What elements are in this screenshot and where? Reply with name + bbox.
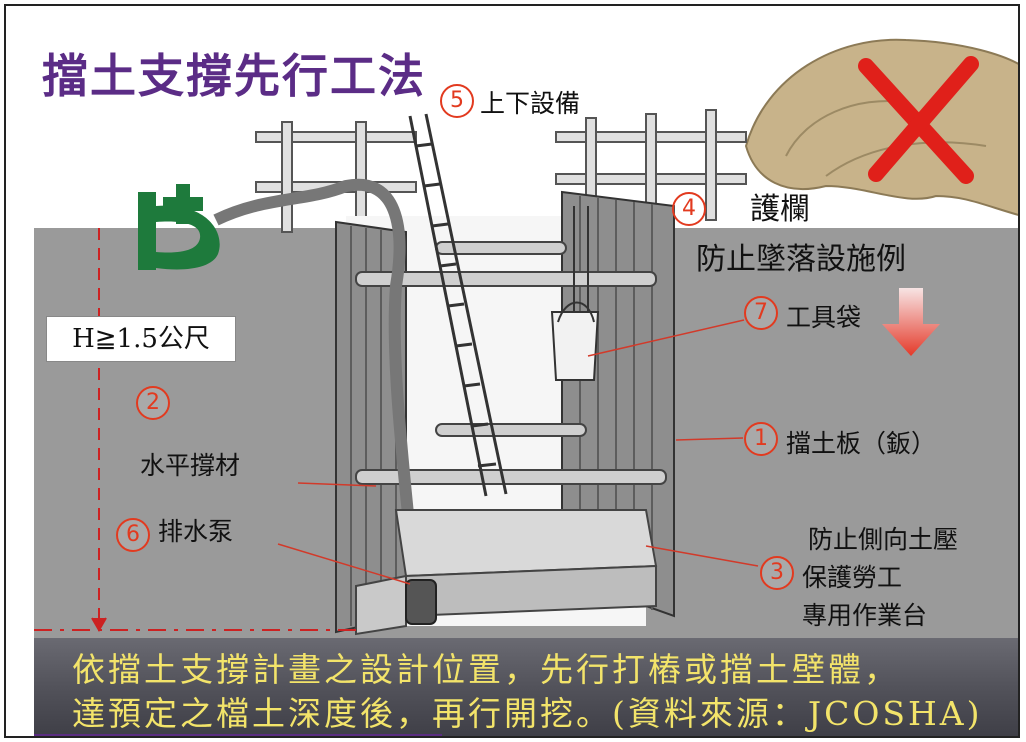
red-x-icon: [858, 56, 979, 184]
work-platform: [355, 509, 658, 636]
label-tool-bag: 工具袋: [786, 303, 862, 332]
logo-cross-icon: [138, 184, 220, 270]
label-platform-line1: 防止側向土壓: [808, 525, 959, 554]
depth-dimension: [34, 228, 356, 632]
ladder: [408, 113, 508, 497]
hose: [213, 178, 422, 597]
bottom-band: [34, 638, 1018, 736]
label-platform-line3: 專用作業台: [802, 601, 928, 630]
marker-4: 4: [672, 192, 706, 226]
slide: 擋土支撐先行工法 H≧1.5公尺 5 上下設備 4 護欄 防止墜落設施例 7 工…: [4, 4, 1020, 738]
leader-lines: [277, 319, 759, 585]
guardrail-caption: 護欄 防止墜落設施例: [696, 184, 906, 278]
depth-label: H≧1.5公尺: [46, 316, 236, 362]
marker-3: 3: [760, 556, 794, 590]
right-guardrail: [555, 109, 747, 229]
label-retaining-board: 擋土板（鈑）: [786, 429, 937, 458]
label-horizontal-strut: 水平撐材: [140, 451, 241, 480]
drain-pump: [405, 579, 437, 625]
bottom-note: 依擋土支撐計畫之設計位置，先行打樁或擋土壁體， 達預定之檔土深度後，再行開挖。(…: [72, 648, 983, 736]
label-stairs: 上下設備: [480, 89, 581, 118]
marker-1: 1: [744, 422, 778, 456]
guardrail-subtitle: 防止墜落設施例: [696, 242, 906, 277]
bottom-note-line1: 依擋土支撐計畫之設計位置，先行打樁或擋土壁體，: [72, 650, 900, 689]
page-title: 擋土支撐先行工法: [42, 49, 426, 103]
marker-5: 5: [440, 84, 474, 118]
label-platform-line2: 保護勞工: [802, 563, 903, 592]
down-arrow-icon: [882, 288, 940, 356]
guardrail-title: 護欄: [750, 192, 810, 227]
marker-7: 7: [744, 296, 778, 330]
bottom-accent-line: [34, 734, 442, 736]
struts: [355, 241, 667, 485]
marker-6: 6: [116, 518, 150, 552]
tool-bag-drawing: [550, 206, 600, 381]
marker-2: 2: [136, 386, 170, 420]
label-drain-pump: 排水泵: [158, 517, 234, 546]
bottom-note-line2: 達預定之檔土深度後，再行開挖。(資料來源：JCOSHA): [72, 694, 983, 733]
excavation-illustration: [34, 38, 1018, 636]
